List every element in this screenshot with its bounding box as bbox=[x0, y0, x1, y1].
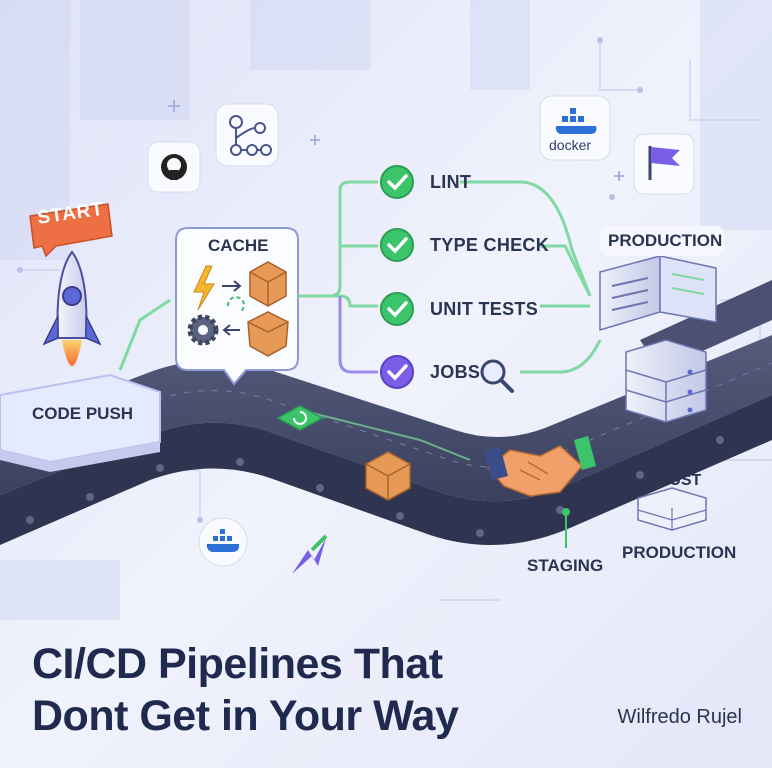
lightning-icon bbox=[193, 265, 215, 311]
flag-icon bbox=[633, 133, 695, 195]
flow-lines bbox=[118, 180, 602, 374]
check-type bbox=[380, 228, 414, 262]
box-on-belt bbox=[365, 451, 411, 501]
cache-card bbox=[175, 227, 299, 386]
docker-label: docker bbox=[549, 137, 592, 153]
production-top-label: PRODUCTION bbox=[608, 231, 723, 250]
sync-icon bbox=[276, 405, 324, 431]
title-line-2: Dont Get in Your Way bbox=[32, 692, 459, 740]
server-icon bbox=[625, 339, 707, 423]
production-server-top bbox=[599, 255, 717, 332]
title-line-1: CI/CD Pipelines That bbox=[32, 640, 443, 688]
docker-circle-icon bbox=[198, 517, 248, 567]
check-label-lint: LINT bbox=[430, 172, 472, 192]
check-label-jobs: JOBS bbox=[430, 362, 481, 382]
magnifier-icon bbox=[480, 359, 514, 393]
page-title: CI/CD Pipelines That Dont Get in Your Wa… bbox=[32, 638, 592, 742]
gear-icon bbox=[187, 314, 219, 346]
start-badge bbox=[29, 203, 113, 258]
code-push-label: CODE PUSH bbox=[32, 404, 134, 423]
arrow-accent-icon bbox=[292, 534, 328, 574]
trust-label: TRUST bbox=[648, 472, 702, 489]
docker-icon bbox=[539, 95, 611, 161]
check-lint bbox=[380, 165, 414, 199]
author-name: Wilfredo Rujel bbox=[617, 706, 742, 728]
cache-title: CACHE bbox=[208, 236, 269, 255]
check-label-type-check: TYPE CHECK bbox=[430, 235, 550, 255]
box-icon bbox=[249, 261, 287, 307]
check-label-unit-tests: UNIT TESTS bbox=[430, 299, 539, 319]
staging-label: STAGING bbox=[527, 556, 604, 575]
check-jobs bbox=[380, 355, 414, 389]
handshake-icon bbox=[484, 436, 596, 497]
production-bottom-label: PRODUCTION bbox=[622, 543, 737, 562]
rocket-icon bbox=[42, 250, 102, 366]
trust-stack bbox=[637, 487, 707, 531]
github-icon bbox=[147, 141, 201, 193]
check-unit bbox=[380, 292, 414, 326]
workflow-icon bbox=[215, 103, 279, 167]
code-push-platform bbox=[0, 373, 161, 472]
